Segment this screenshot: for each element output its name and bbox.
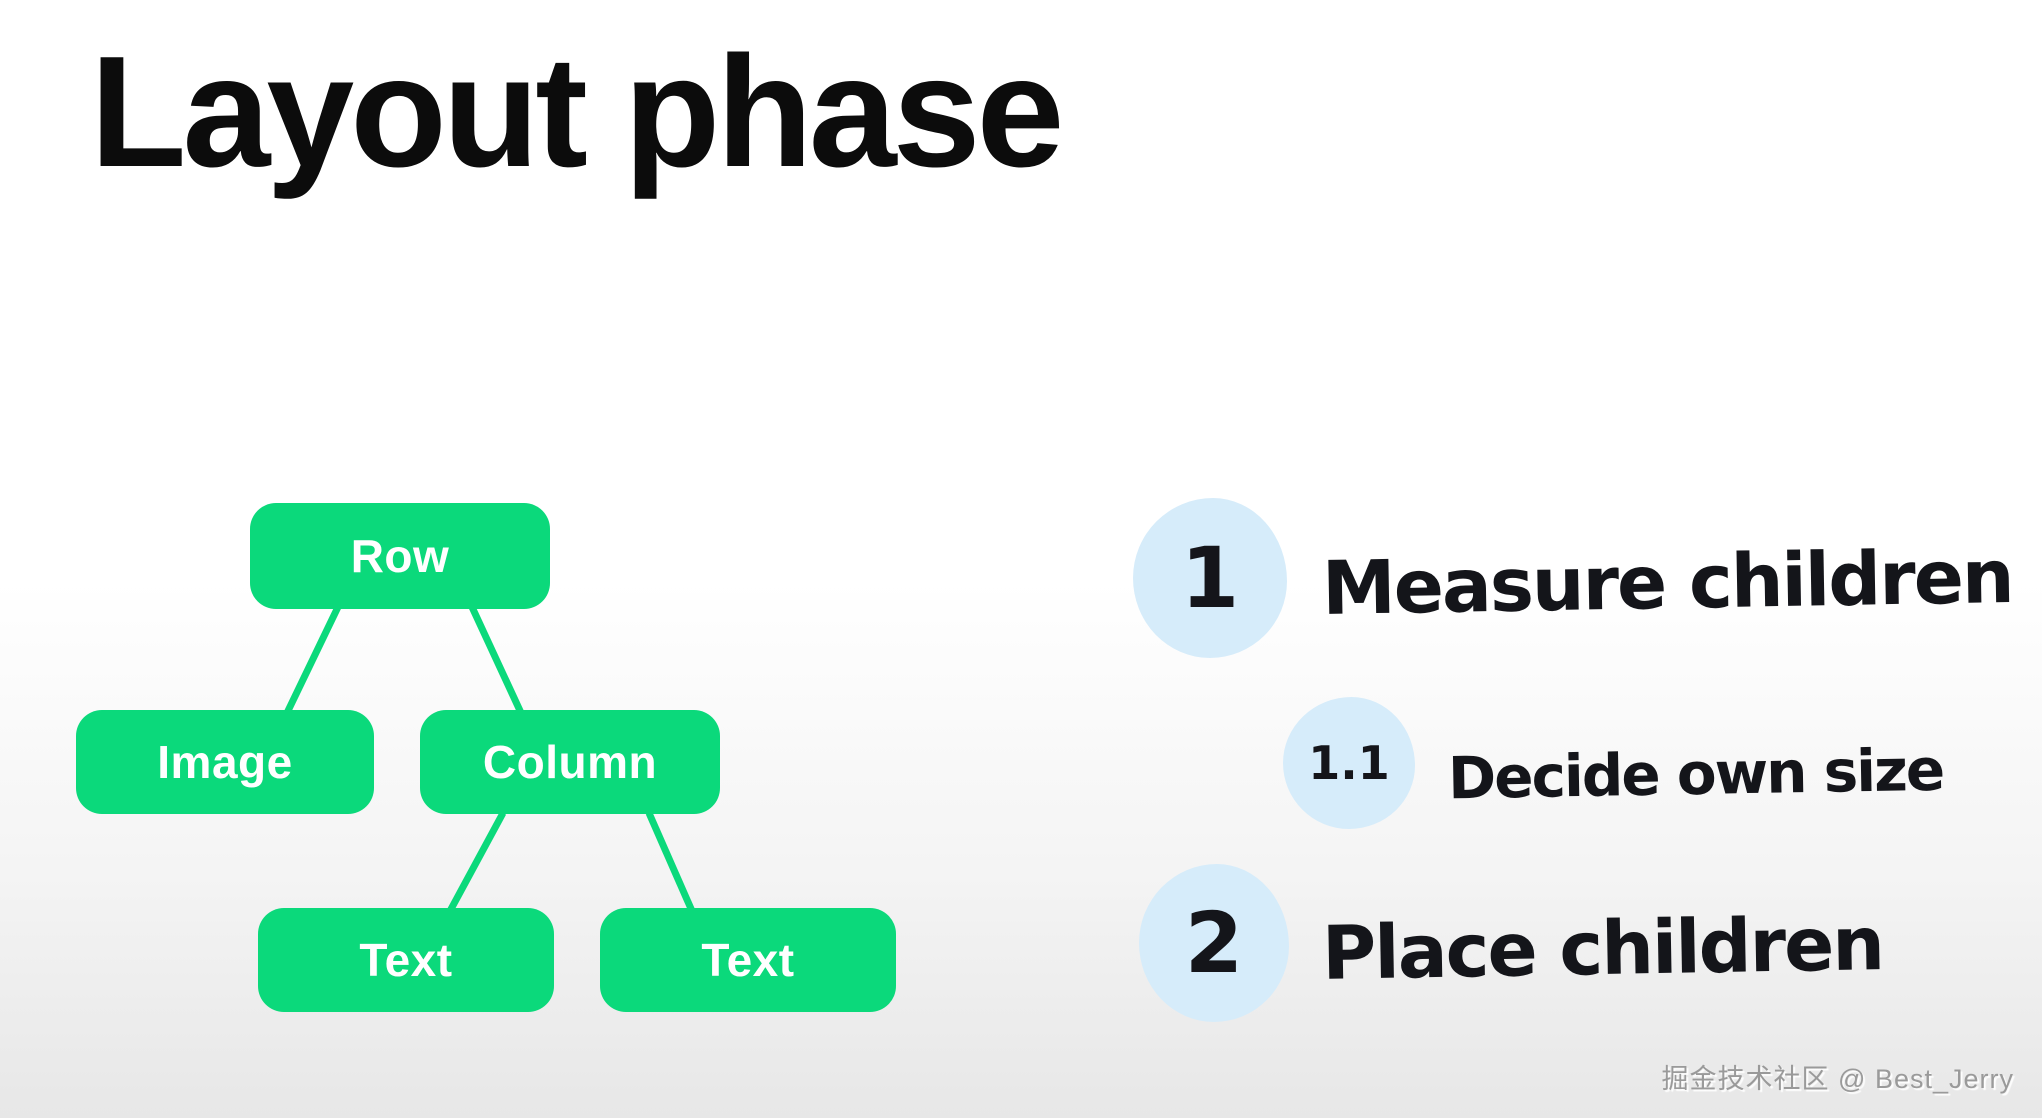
page-title: Layout phase xyxy=(90,24,1064,200)
tree-node-image: Image xyxy=(76,710,374,814)
tree-node-row: Row xyxy=(250,503,550,609)
tree-edge xyxy=(446,811,507,913)
step-label-decide-own-size: Decide own size xyxy=(1447,735,1944,813)
step-number: 1.1 xyxy=(1308,736,1390,790)
step-number-badge-1-1: 1.1 xyxy=(1283,697,1415,829)
tree-node-column: Column xyxy=(420,710,720,814)
step-number: 2 xyxy=(1184,894,1244,992)
tree-edge xyxy=(282,605,342,717)
step-label-place-children: Place children xyxy=(1321,901,1884,997)
tree-diagram-edges xyxy=(282,605,696,913)
tree-node-label: Image xyxy=(157,736,293,788)
step-number: 1 xyxy=(1180,529,1240,627)
tree-node-label: Row xyxy=(350,530,450,582)
tree-node-label: Text xyxy=(359,934,453,986)
step-number-badge-1: 1 xyxy=(1133,498,1287,658)
tree-node-label: Column xyxy=(482,736,658,788)
watermark: 掘金技术社区 @ Best_Jerry xyxy=(1661,1064,2014,1094)
tree-node-text-1: Text xyxy=(258,908,554,1012)
step-number-badge-2: 2 xyxy=(1139,864,1289,1022)
tree-node-text-2: Text xyxy=(600,908,896,1012)
tree-node-label: Text xyxy=(701,934,795,986)
tree-edge xyxy=(645,811,696,913)
tree-edge xyxy=(468,605,526,717)
step-label-measure-children: Measure children xyxy=(1321,533,2014,633)
